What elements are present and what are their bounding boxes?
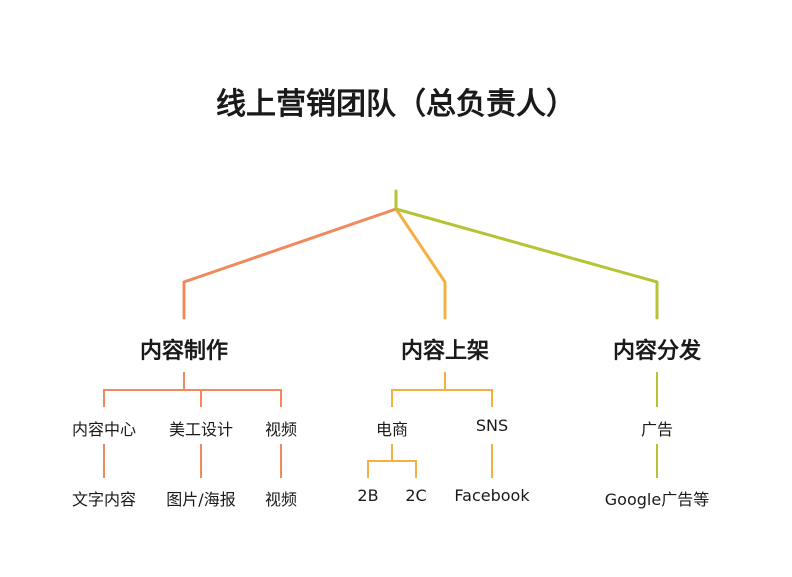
sub-node: 电商 bbox=[375, 420, 409, 439]
branch-node: 内容上架 bbox=[400, 339, 490, 364]
link-root-b1 bbox=[394, 207, 447, 320]
sub-node: SNS bbox=[475, 416, 509, 435]
sub-node: 广告 bbox=[640, 420, 674, 439]
leaf-node: 2C bbox=[405, 486, 427, 505]
leaf-node: Google广告等 bbox=[604, 490, 710, 509]
link-root-b2 bbox=[394, 207, 659, 320]
sub-node: 视频 bbox=[264, 420, 298, 439]
leaf-node: 2B bbox=[357, 486, 379, 505]
sub-node: 内容中心 bbox=[71, 420, 137, 439]
link-b1c0-leaves bbox=[367, 444, 417, 478]
root-node: 线上营销团队（总负责人） bbox=[216, 87, 576, 122]
branch-node: 内容制作 bbox=[139, 339, 229, 364]
branch-node: 内容分发 bbox=[612, 339, 702, 364]
link-root-b0 bbox=[182, 207, 398, 320]
leaf-node: 图片/海报 bbox=[166, 490, 236, 509]
link-b0-children bbox=[103, 372, 282, 407]
link-b1-children bbox=[391, 372, 493, 407]
sub-node: 美工设计 bbox=[168, 420, 234, 439]
leaf-node: 视频 bbox=[264, 490, 298, 509]
leaf-node: 文字内容 bbox=[71, 490, 137, 509]
leaf-node: Facebook bbox=[454, 486, 530, 505]
